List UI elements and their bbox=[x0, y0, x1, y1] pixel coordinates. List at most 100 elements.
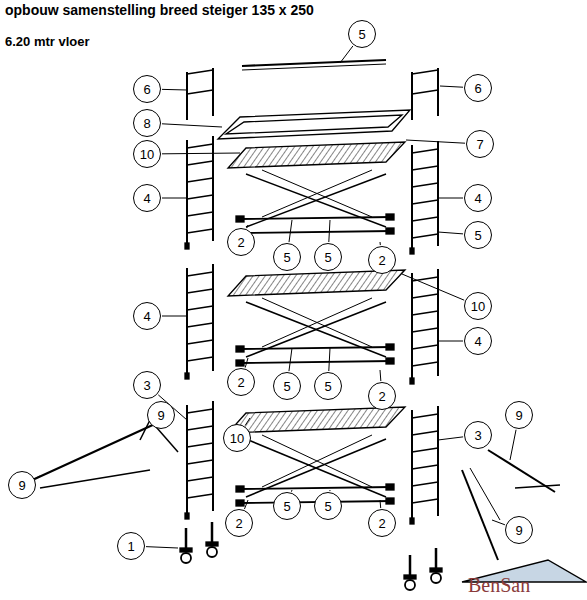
castor-wheel bbox=[207, 547, 217, 557]
callout-text: 5 bbox=[474, 229, 481, 242]
leader-line bbox=[402, 274, 464, 300]
leader-line bbox=[329, 220, 330, 242]
leader-line bbox=[245, 358, 248, 368]
callout-text: 9 bbox=[157, 409, 164, 422]
ladder-frame bbox=[187, 306, 213, 310]
callout-number: 9 bbox=[147, 401, 175, 429]
castor-wheel bbox=[404, 575, 416, 579]
ladder-frame bbox=[412, 217, 438, 221]
ladder-frame bbox=[187, 340, 213, 344]
callout-text: 5 bbox=[324, 251, 331, 264]
horizontal-brace bbox=[240, 347, 392, 349]
ladder-frame bbox=[185, 243, 189, 249]
leader-line bbox=[438, 341, 463, 342]
guardrail-frame bbox=[212, 68, 214, 116]
brace-hook bbox=[236, 360, 244, 366]
ladder-frame bbox=[412, 234, 438, 238]
diagonal-brace bbox=[262, 170, 372, 217]
ladder-frame bbox=[186, 140, 188, 245]
ladder-frame bbox=[185, 373, 189, 379]
callout-number: 10 bbox=[133, 140, 161, 168]
guardrail-frame bbox=[437, 68, 439, 116]
ladder-frame bbox=[412, 431, 438, 435]
leader-line bbox=[380, 370, 382, 381]
callout-number: 5 bbox=[464, 221, 492, 249]
callout-text: 2 bbox=[235, 517, 242, 530]
ladder-frame bbox=[412, 183, 438, 187]
ladder-frame bbox=[410, 518, 414, 524]
platform-deck bbox=[228, 142, 405, 168]
callout-text: 5 bbox=[358, 28, 365, 41]
leader-line bbox=[160, 429, 161, 430]
leader-line bbox=[245, 418, 250, 425]
callout-text: 2 bbox=[378, 390, 385, 403]
top-rail bbox=[242, 64, 386, 70]
ladder-frame bbox=[187, 144, 213, 148]
leader-line bbox=[380, 500, 382, 508]
callout-number: 5 bbox=[273, 372, 301, 400]
ladder-frame bbox=[412, 345, 438, 349]
ladder-frame bbox=[412, 328, 438, 332]
castor-wheel bbox=[430, 568, 442, 572]
callout-text: 5 bbox=[324, 380, 331, 393]
ladder-frame bbox=[212, 136, 214, 241]
callout-text: 3 bbox=[143, 379, 150, 392]
ladder-frame bbox=[187, 229, 213, 233]
castor-wheel bbox=[181, 553, 191, 563]
stabilizer bbox=[515, 485, 560, 488]
callout-number: 4 bbox=[464, 184, 492, 212]
callout-number: 2 bbox=[225, 509, 253, 537]
callout-text: 5 bbox=[324, 500, 331, 513]
callout-text: 2 bbox=[378, 254, 385, 267]
leader-line bbox=[438, 232, 463, 234]
guardrail-frame bbox=[412, 70, 438, 74]
brace-hook bbox=[236, 500, 244, 506]
ladder-frame bbox=[412, 277, 438, 281]
callout-number: 5 bbox=[348, 20, 376, 48]
ladder-frame bbox=[187, 323, 213, 327]
horizontal-brace bbox=[240, 217, 392, 219]
callout-text: 2 bbox=[237, 376, 244, 389]
leader-line bbox=[289, 220, 292, 242]
callout-text: 10 bbox=[471, 300, 485, 313]
platform-deck bbox=[228, 407, 405, 433]
callout-text: 10 bbox=[140, 148, 154, 161]
callout-text: 5 bbox=[283, 500, 290, 513]
guardrail-frame bbox=[187, 90, 213, 94]
leader-line bbox=[406, 140, 465, 143]
watermark: BenSan bbox=[468, 574, 530, 597]
leader-line bbox=[162, 89, 187, 91]
castor-wheel bbox=[180, 548, 192, 552]
ladder-frame bbox=[410, 248, 414, 254]
stabilizer bbox=[28, 418, 168, 482]
callout-number: 4 bbox=[464, 327, 492, 355]
ladder-frame bbox=[437, 269, 439, 376]
callout-number: 6 bbox=[464, 74, 492, 102]
leader-line bbox=[244, 500, 248, 509]
callout-number: 4 bbox=[133, 302, 161, 330]
leader-line bbox=[438, 437, 463, 440]
diagonal-brace bbox=[262, 298, 372, 347]
callout-text: 9 bbox=[515, 409, 522, 422]
ladder-frame bbox=[412, 499, 438, 503]
ladder-frame bbox=[187, 195, 213, 199]
leader-line bbox=[440, 86, 463, 87]
guardrail-frame bbox=[186, 72, 188, 120]
callout-number: 1 bbox=[117, 532, 145, 560]
callout-text: 4 bbox=[474, 192, 481, 205]
callout-number: 2 bbox=[368, 382, 396, 410]
ladder-frame bbox=[412, 414, 438, 418]
leader-line bbox=[162, 124, 222, 127]
callout-text: 6 bbox=[143, 83, 150, 96]
callout-number: 2 bbox=[368, 246, 396, 274]
callout-number: 10 bbox=[223, 424, 251, 452]
stabilizer bbox=[40, 470, 150, 488]
callout-number: 3 bbox=[464, 421, 492, 449]
callout-number: 2 bbox=[227, 368, 255, 396]
callout-number: 5 bbox=[314, 243, 342, 271]
callout-text: 7 bbox=[476, 138, 483, 151]
leader-line bbox=[329, 490, 330, 491]
toe-board bbox=[218, 110, 410, 139]
ladder-frame bbox=[411, 273, 413, 380]
ladder-frame bbox=[185, 513, 189, 519]
